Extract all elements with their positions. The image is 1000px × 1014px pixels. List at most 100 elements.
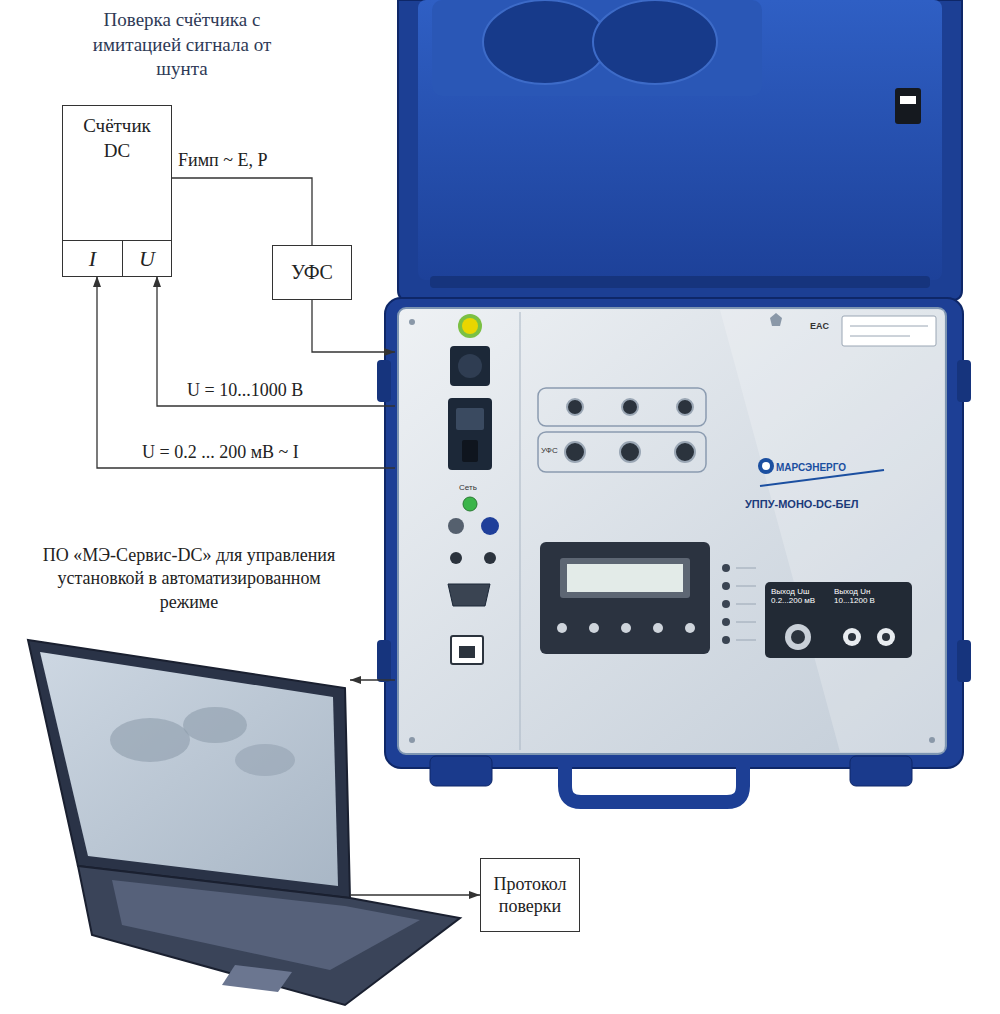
- left-column-connectors-part: [456, 408, 484, 430]
- label-holder: Выход Uш 0.2...200 мВ: [771, 588, 829, 606]
- label-holder: EAC: [810, 322, 829, 332]
- output-panel-part: [843, 628, 861, 646]
- measurement-connectors-part: [622, 399, 638, 415]
- case-lid-part: [430, 276, 930, 288]
- output-panel-part: [791, 630, 805, 644]
- edge-label: Fимп ~ E, P: [176, 150, 269, 171]
- laptop-lid-part: [28, 640, 350, 898]
- display-module: [540, 542, 710, 654]
- measurement-connectors-part: [620, 442, 640, 462]
- measurement-connectors-part: [677, 399, 693, 415]
- front-panel-part: [929, 737, 935, 743]
- laptop-lid-part: [183, 707, 247, 743]
- laptop-base: [78, 866, 460, 1005]
- label-holder: Сеть: [459, 484, 477, 493]
- left-column-connectors-part: [450, 552, 462, 564]
- display-module-part: [589, 623, 599, 633]
- case-body-part: [385, 298, 963, 768]
- case-body: [377, 298, 971, 802]
- panel-label: МАРСЭНЕРГО: [776, 462, 846, 473]
- left-column-connectors-part: [484, 552, 496, 564]
- calibrator-device: УППУ-МОНО-DC-БЕЛ: [395, 302, 948, 760]
- laptop-lid-part: [110, 718, 190, 762]
- edge-label: U = 0.2 ... 200 мВ ~ I: [140, 442, 301, 463]
- status-leds-part: [736, 568, 756, 569]
- left-column-connectors-part: [459, 646, 475, 658]
- display-module-part: [557, 623, 567, 633]
- status-leds-part: [736, 640, 756, 641]
- edge-label-holder: Fимп ~ E, P: [176, 150, 269, 171]
- display-module-part: [560, 558, 690, 598]
- case-lid-part: [398, 0, 962, 300]
- node-text: ПО «МЭ-Сервис-DC» для управления установ…: [28, 540, 350, 614]
- left-column-connectors-part: [463, 497, 477, 511]
- panel-label: Сеть: [459, 484, 477, 493]
- panel-label: EAC: [810, 322, 829, 332]
- voltage-input: U: [123, 240, 171, 276]
- laptop-lid-part: [235, 744, 295, 776]
- case-lid-part: [900, 96, 916, 104]
- node-text: Протокол поверки: [487, 873, 573, 918]
- display-module-part: [685, 623, 695, 633]
- node-text: Счётчик DC: [75, 114, 159, 163]
- case-body-part: [565, 766, 743, 802]
- case-lid-part: [483, 0, 607, 84]
- output-panel-part: [848, 633, 856, 641]
- case-body-part: [377, 360, 391, 402]
- display-module-part: [567, 564, 683, 592]
- connector: [350, 894, 480, 895]
- left-column-connectors-part: [481, 517, 499, 535]
- laptop-base-part: [222, 965, 292, 992]
- case-body-part: [957, 640, 971, 682]
- meter-box: Счётчик DCIU: [62, 105, 172, 277]
- brand-logo-part: [770, 313, 782, 326]
- case-body-part: [430, 756, 492, 786]
- left-column-connectors-part: [450, 346, 490, 386]
- edge-label: U = 10...1000 В: [185, 380, 305, 401]
- front-panel-part: [520, 312, 521, 750]
- connector: [350, 679, 395, 680]
- laptop-base-part: [112, 880, 420, 970]
- brand-logo-part: [850, 326, 928, 327]
- status-leds-part: [722, 618, 730, 626]
- case-body-part: [377, 640, 391, 682]
- laptop-lid: [28, 640, 350, 898]
- title-holder: Поверка счётчика с имитацией сигнала от …: [82, 8, 282, 82]
- front-panel-part: [720, 310, 944, 752]
- output-panel-part: [785, 624, 811, 650]
- connector: [97, 276, 395, 468]
- status-leds-part: [722, 636, 730, 644]
- left-column-connectors-part: [458, 354, 482, 378]
- measurement-connectors-part: [565, 442, 585, 462]
- output-panel-part: [882, 633, 890, 641]
- connector: [312, 300, 395, 352]
- case-lid: [398, 0, 962, 300]
- laptop-base-part: [78, 866, 460, 1005]
- case-lid-part: [432, 0, 762, 96]
- left-column-connectors-part: [451, 636, 483, 664]
- front-panel-part: [398, 308, 946, 754]
- diagram-title: Поверка счётчика с имитацией сигнала от …: [82, 8, 282, 82]
- measurement-connectors: [538, 388, 706, 472]
- brand-logo-part: [758, 458, 774, 474]
- status-leds-part: [736, 604, 756, 605]
- left-column-connectors-part: [448, 584, 490, 606]
- left-column-connectors: [448, 314, 499, 664]
- connector: [172, 178, 312, 245]
- case-lid-part: [418, 0, 942, 280]
- node-text: УППУ-МОНО-DC-БЕЛ: [745, 498, 859, 510]
- display-module-part: [621, 623, 631, 633]
- measurement-connectors-part: [538, 432, 706, 472]
- node-text: УФС: [291, 261, 333, 284]
- output-panel: [765, 582, 912, 658]
- display-module-part: [653, 623, 663, 633]
- left-column-connectors-part: [462, 318, 478, 334]
- case-body-part: [957, 360, 971, 402]
- laptop: ПО «МЭ-Сервис-DC» для управления установ…: [28, 540, 350, 905]
- measurement-connectors-part: [675, 442, 695, 462]
- panel-label: УФС: [541, 447, 558, 456]
- panel-label: Выход Uш 0.2...200 мВ: [771, 588, 829, 606]
- status-leds-part: [722, 564, 730, 572]
- status-leds: [722, 564, 756, 644]
- node-text: U: [139, 246, 155, 272]
